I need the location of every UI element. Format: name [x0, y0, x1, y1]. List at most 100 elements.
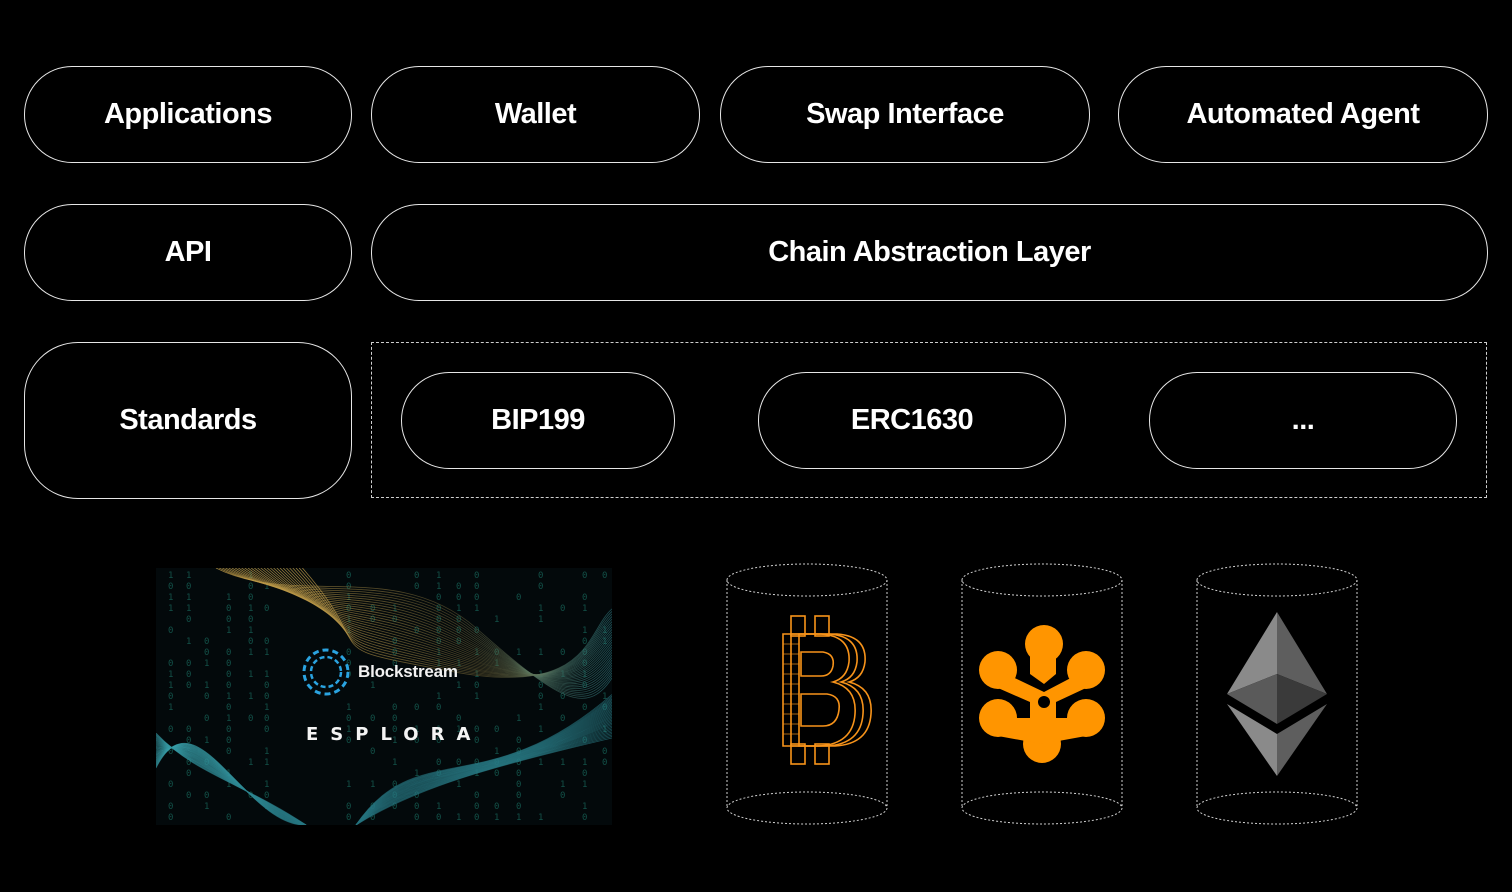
- orange-chain-cylinder: [961, 563, 1123, 825]
- svg-text:0: 0: [226, 604, 231, 614]
- svg-text:0: 0: [602, 571, 607, 581]
- svg-text:0: 0: [414, 736, 419, 746]
- svg-text:0: 0: [474, 791, 479, 801]
- svg-text:0: 0: [346, 802, 351, 812]
- svg-text:0: 0: [456, 758, 461, 768]
- svg-text:1: 1: [582, 626, 587, 636]
- svg-text:0: 0: [226, 747, 231, 757]
- chain-abstraction-layer-label: Chain Abstraction Layer: [768, 236, 1091, 268]
- svg-text:0: 0: [392, 659, 397, 669]
- svg-text:0: 0: [168, 626, 173, 636]
- applications-label: Applications: [103, 98, 273, 130]
- svg-text:0: 0: [346, 571, 351, 581]
- network-nodes-icon: [979, 625, 1105, 763]
- svg-text:0: 0: [248, 791, 253, 801]
- svg-text:1: 1: [168, 703, 173, 713]
- svg-text:0: 0: [168, 692, 173, 702]
- svg-text:1: 1: [186, 604, 191, 614]
- svg-text:0: 0: [538, 681, 543, 691]
- svg-text:1: 1: [248, 670, 253, 680]
- svg-text:1: 1: [516, 714, 521, 724]
- svg-text:1: 1: [346, 703, 351, 713]
- svg-text:1: 1: [582, 802, 587, 812]
- svg-text:1: 1: [370, 681, 375, 691]
- wallet-label: Wallet: [494, 98, 577, 130]
- svg-text:0: 0: [186, 659, 191, 669]
- svg-text:0: 0: [226, 670, 231, 680]
- bitcoin-icon: [782, 615, 872, 765]
- svg-text:0: 0: [392, 615, 397, 625]
- standards-pill: Standards: [24, 342, 352, 499]
- svg-text:0: 0: [168, 659, 173, 669]
- svg-text:1: 1: [516, 813, 521, 823]
- svg-text:0: 0: [346, 648, 351, 658]
- svg-text:0: 0: [346, 604, 351, 614]
- svg-text:0: 0: [346, 714, 351, 724]
- svg-text:1: 1: [436, 648, 441, 658]
- svg-text:1: 1: [226, 692, 231, 702]
- svg-text:0: 0: [436, 604, 441, 614]
- blockstream-logo: Blockstream: [300, 646, 458, 698]
- svg-text:1: 1: [248, 758, 253, 768]
- api-label: API: [164, 236, 212, 268]
- svg-text:0: 0: [436, 593, 441, 603]
- svg-text:1: 1: [436, 659, 441, 669]
- svg-text:0: 0: [204, 637, 209, 647]
- svg-text:0: 0: [414, 791, 419, 801]
- svg-text:0: 0: [264, 714, 269, 724]
- svg-text:1: 1: [204, 659, 209, 669]
- svg-text:0: 0: [560, 604, 565, 614]
- more-standards-label: ...: [1291, 404, 1315, 436]
- svg-text:1: 1: [226, 714, 231, 724]
- svg-text:1: 1: [248, 692, 253, 702]
- svg-text:1: 1: [168, 593, 173, 603]
- svg-text:0: 0: [370, 615, 375, 625]
- svg-text:0: 0: [248, 582, 253, 592]
- svg-text:0: 0: [264, 692, 269, 702]
- svg-text:1: 1: [248, 648, 253, 658]
- svg-text:0: 0: [226, 703, 231, 713]
- svg-text:1: 1: [538, 703, 543, 713]
- svg-text:0: 0: [474, 582, 479, 592]
- svg-text:1: 1: [168, 604, 173, 614]
- svg-text:0: 0: [264, 791, 269, 801]
- bip199-label: BIP199: [491, 404, 585, 436]
- applications-pill: Applications: [24, 66, 352, 163]
- svg-text:1: 1: [538, 604, 543, 614]
- svg-text:0: 0: [560, 648, 565, 658]
- svg-text:0: 0: [560, 692, 565, 702]
- svg-text:1: 1: [474, 769, 479, 779]
- svg-text:0: 0: [226, 648, 231, 658]
- esplora-title: ESPLORA: [306, 724, 483, 745]
- svg-text:0: 0: [516, 802, 521, 812]
- erc1630-label: ERC1630: [850, 404, 974, 436]
- blockstream-name: Blockstream: [358, 662, 458, 681]
- svg-text:0: 0: [186, 791, 191, 801]
- svg-text:1: 1: [538, 648, 543, 658]
- svg-text:0: 0: [474, 736, 479, 746]
- svg-text:1: 1: [414, 769, 419, 779]
- svg-text:1: 1: [264, 780, 269, 790]
- svg-text:0: 0: [264, 637, 269, 647]
- svg-text:0: 0: [204, 714, 209, 724]
- svg-text:1: 1: [474, 692, 479, 702]
- svg-text:0: 0: [582, 769, 587, 779]
- svg-text:1: 1: [456, 780, 461, 790]
- svg-text:0: 0: [414, 813, 419, 823]
- svg-text:1: 1: [186, 571, 191, 581]
- svg-text:0: 0: [582, 571, 587, 581]
- standards-label: Standards: [119, 404, 257, 436]
- svg-text:1: 1: [248, 604, 253, 614]
- svg-text:1: 1: [494, 747, 499, 757]
- svg-text:1: 1: [456, 813, 461, 823]
- svg-text:0: 0: [436, 813, 441, 823]
- svg-text:0: 0: [436, 703, 441, 713]
- svg-text:1: 1: [186, 637, 191, 647]
- svg-text:0: 0: [516, 780, 521, 790]
- blockstream-ring-icon: [302, 648, 350, 696]
- svg-text:0: 0: [516, 736, 521, 746]
- swap-interface-pill: Swap Interface: [720, 66, 1090, 163]
- svg-text:0: 0: [264, 725, 269, 735]
- svg-text:1: 1: [538, 615, 543, 625]
